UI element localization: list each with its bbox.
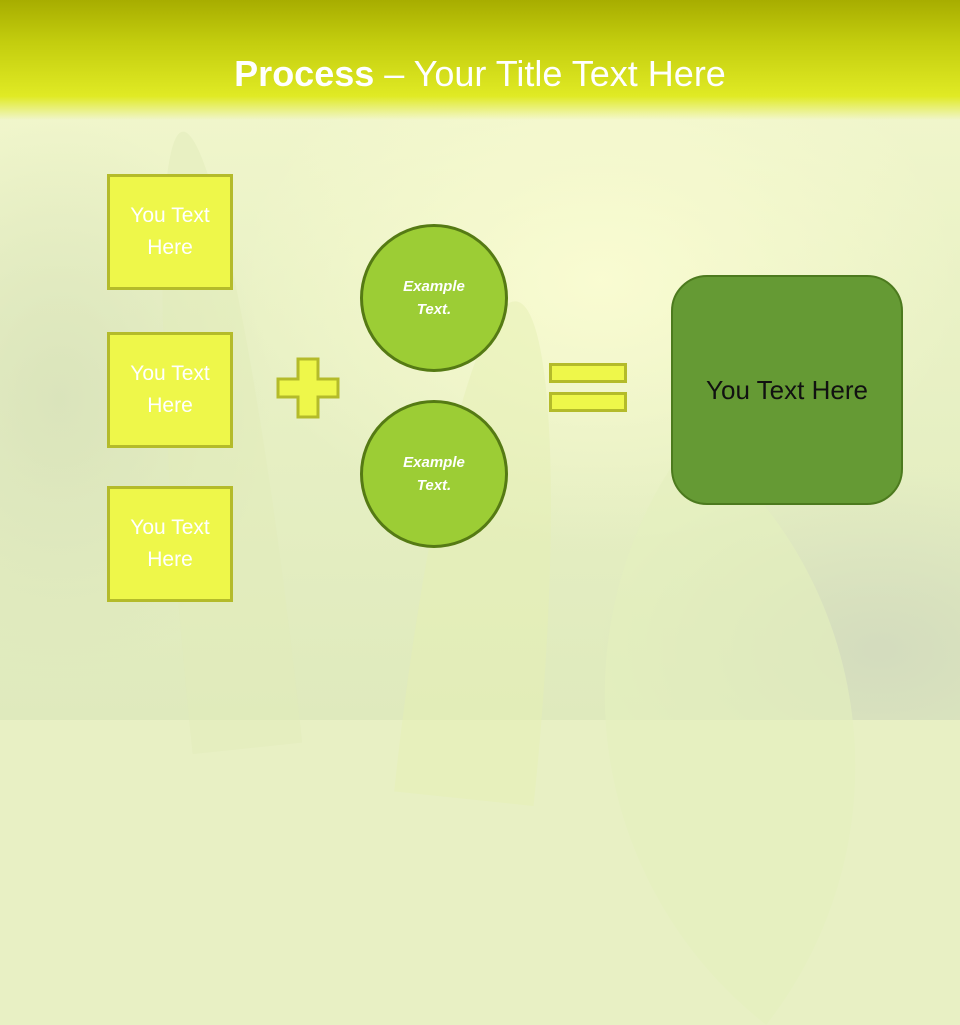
example-circle-2: Example Text. [360,400,508,548]
result-box: You Text Here [671,275,903,505]
input-box-1: You Text Here [107,174,233,290]
circle-label: Example Text. [403,278,465,318]
circle-label: Example Text. [403,454,465,494]
input-box-label: You Text Here [130,516,210,571]
plus-icon [276,357,340,419]
input-box-2: You Text Here [107,332,233,448]
equals-bar-bottom [549,392,627,412]
title-banner [0,0,960,120]
input-box-label: You Text Here [130,204,210,259]
input-box-label: You Text Here [130,362,210,417]
result-label: You Text Here [706,374,868,405]
title-bold: Process [234,53,375,94]
title-rest: – Your Title Text Here [374,53,726,94]
example-circle-1: Example Text. [360,224,508,372]
input-box-3: You Text Here [107,486,233,602]
equals-bar-top [549,363,627,383]
slide-title: Process – Your Title Text Here [0,52,960,96]
